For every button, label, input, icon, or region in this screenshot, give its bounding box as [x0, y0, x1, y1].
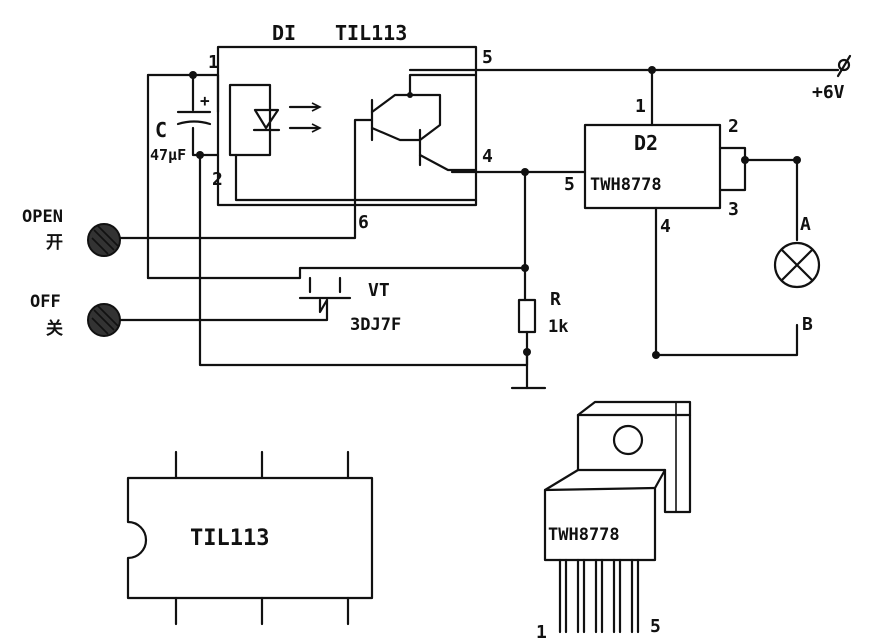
lamp-symbol [773, 241, 821, 289]
capacitor-polarity: + [200, 91, 210, 110]
open-button-label-zh: 开 [46, 233, 63, 253]
switch-chip-pin-5: 5 [564, 174, 575, 195]
to220-pin-last: 5 [650, 616, 661, 637]
supply-label: +6V [812, 82, 845, 103]
opto-pin-5: 5 [482, 47, 493, 68]
optocoupler-symbol [216, 45, 478, 207]
dip-package-drawing [126, 450, 374, 626]
resistor-designator: R [550, 289, 561, 310]
opto-pin-6: 6 [358, 212, 369, 233]
switch-chip-pin-2: 2 [728, 116, 739, 137]
opto-pin-2: 2 [212, 169, 223, 190]
wiring [116, 68, 840, 390]
opto-part-label: TIL113 [335, 21, 407, 45]
resistor-symbol [517, 298, 537, 334]
resistor-value: 1k [548, 317, 568, 337]
capacitor-symbol [176, 110, 212, 126]
transistor-part: 3DJ7F [350, 315, 401, 335]
capacitor-designator: C [155, 118, 167, 142]
transistor-symbol [298, 276, 352, 314]
open-button-label: OPEN [22, 207, 63, 227]
switch-chip-pin-1: 1 [635, 96, 646, 117]
to220-pin-first: 1 [536, 622, 547, 643]
to220-package-drawing [543, 400, 692, 634]
opto-designator: DI [272, 21, 296, 45]
capacitor-value: 47μF [150, 146, 186, 164]
dip-package-label: TIL113 [190, 526, 269, 551]
lamp-terminal-b: B [802, 314, 813, 335]
opto-pin-1: 1 [208, 52, 219, 73]
switch-chip-pin-4: 4 [660, 216, 671, 237]
lamp-terminal-a: A [800, 214, 811, 235]
switch-chip-symbol [583, 123, 747, 210]
open-button[interactable] [87, 223, 121, 257]
switch-chip-designator: D2 [634, 131, 658, 155]
switch-chip-pin-3: 3 [728, 199, 739, 220]
junction-dots [189, 66, 801, 359]
off-button-label: OFF [30, 292, 61, 312]
off-button[interactable] [87, 303, 121, 337]
opto-pin-4: 4 [482, 146, 493, 167]
switch-chip-part: TWH8778 [590, 175, 662, 195]
to220-package-label: TWH8778 [548, 525, 620, 545]
supply-terminal-icon [836, 54, 852, 78]
off-button-label-zh: 关 [46, 318, 63, 339]
transistor-designator: VT [368, 280, 390, 301]
